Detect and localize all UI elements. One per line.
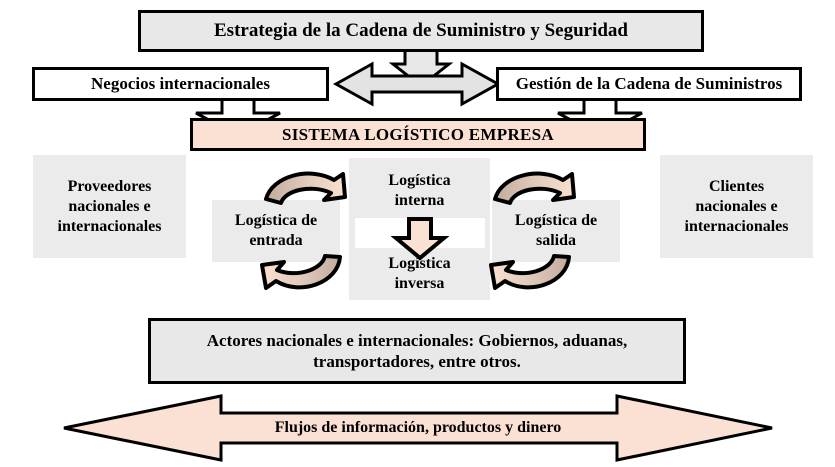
flows-arrow-label: Flujos de información, productos y diner… [274, 419, 562, 436]
actors-box: Actores nacionales e internacionales: Go… [148, 318, 686, 384]
supply-chain-management-box: Gestión de la Cadena de Suministros [496, 67, 802, 101]
internal-line-1: Logística [388, 172, 451, 189]
suppliers-line-2: nacionales e [68, 197, 151, 215]
outbound-logistics-panel: Logística de salida [492, 200, 620, 262]
supply-chain-management-label: Gestión de la Cadena de Suministros [515, 74, 783, 94]
clients-line-2: nacionales e [695, 197, 778, 215]
outbound-line-2: salida [535, 232, 576, 249]
reverse-line-2: inversa [394, 275, 445, 292]
strategy-box: Estrategia de la Cadena de Suministro y … [138, 10, 704, 52]
internal-arrow-backdrop [355, 218, 485, 248]
suppliers-panel: Proveedores nacionales e internacionales [33, 155, 186, 258]
logistics-system-label: SISTEMA LOGÍSTICO EMPRESA [281, 124, 554, 144]
international-business-box: Negocios internacionales [32, 67, 329, 101]
logistics-system-box: SISTEMA LOGÍSTICO EMPRESA [190, 118, 646, 151]
arrow-left-right-icon-row2 [332, 61, 502, 107]
inbound-line-2: entrada [249, 232, 303, 249]
suppliers-line-1: Proveedores [67, 177, 152, 195]
curved-arrow-right-icon-outbound [493, 171, 576, 205]
arrow-left-right-icon-flows [63, 394, 773, 462]
actors-line-2: transportadores, entre otros. [313, 352, 521, 371]
actors-line-1: Actores nacionales e internacionales: Go… [206, 330, 628, 350]
arrow-down-icon-strategy [388, 48, 454, 88]
suppliers-line-3: internacionales [57, 217, 162, 235]
clients-line-1: Clientes [708, 177, 765, 195]
internal-logistics-label-group: Logística interna [349, 165, 490, 217]
flows-arrow-label-group: Flujos de información, productos y diner… [62, 392, 774, 464]
inbound-line-1: Logística de [234, 212, 318, 229]
inbound-logistics-panel: Logística de entrada [212, 200, 340, 262]
international-business-label: Negocios internacionales [91, 74, 270, 94]
clients-line-3: internacionales [684, 217, 789, 235]
outbound-line-1: Logística de [514, 212, 598, 229]
clients-panel: Clientes nacionales e internacionales [660, 155, 813, 258]
internal-line-2: interna [394, 192, 445, 209]
reverse-logistics-label-group: Logística inversa [349, 248, 490, 300]
strategy-label: Estrategia de la Cadena de Suministro y … [214, 20, 628, 42]
reverse-line-1: Logística [388, 255, 451, 272]
curved-arrow-right-icon-inbound [264, 171, 347, 205]
